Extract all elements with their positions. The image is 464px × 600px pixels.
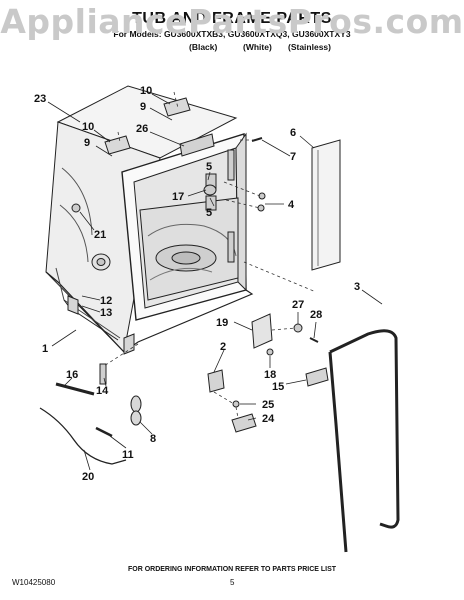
callout-26: 26 xyxy=(136,123,148,135)
callout-7: 7 xyxy=(290,151,296,163)
document-number: W10425080 xyxy=(12,578,56,587)
model-list: For Models: GU3600XTXB3, GU3600XTXQ3, GU… xyxy=(113,29,351,39)
leader-lines xyxy=(47,93,383,471)
callout-27: 27 xyxy=(292,299,304,311)
callout-5-lower: 5 xyxy=(206,207,212,219)
callout-24: 24 xyxy=(262,413,275,425)
watermark: AppliancePartsPros.com xyxy=(0,2,464,41)
callout-12: 12 xyxy=(100,295,112,307)
ordering-note: FOR ORDERING INFORMATION REFER TO PARTS … xyxy=(127,566,337,573)
callout-2: 2 xyxy=(220,341,226,353)
callout-6: 6 xyxy=(290,127,296,139)
callout-20: 20 xyxy=(82,471,94,483)
tub-assembly xyxy=(45,85,254,355)
callout-11: 11 xyxy=(122,449,134,461)
callout-23: 23 xyxy=(34,93,46,105)
callout-25: 25 xyxy=(262,399,274,411)
callout-labels: 23 10 9 10 9 26 6 7 5 17 5 4 21 3 12 13 … xyxy=(34,85,360,483)
page-title: TUB AND FRAME PARTS xyxy=(132,10,332,27)
finish-label-stainless: (Stainless) xyxy=(288,42,331,52)
callout-5-upper: 5 xyxy=(206,161,212,173)
callout-8: 8 xyxy=(150,433,156,445)
callout-1: 1 xyxy=(42,343,48,355)
callout-16: 16 xyxy=(66,369,78,381)
callout-19: 19 xyxy=(216,317,228,329)
callout-9-top: 9 xyxy=(140,101,146,113)
callout-28: 28 xyxy=(310,309,322,321)
callout-13: 13 xyxy=(100,307,112,319)
callout-10-left: 10 xyxy=(82,121,94,133)
callout-3: 3 xyxy=(354,281,360,293)
callout-10-top: 10 xyxy=(140,85,152,97)
callout-15: 15 xyxy=(272,381,284,393)
callout-4: 4 xyxy=(288,199,295,211)
finish-label-black: (Black) xyxy=(189,42,218,52)
finish-label-white: (White) xyxy=(243,42,272,52)
callout-14: 14 xyxy=(96,385,109,397)
callout-18: 18 xyxy=(264,369,276,381)
callout-9-left: 9 xyxy=(84,137,90,149)
page-number: 5 xyxy=(230,578,235,587)
callout-21: 21 xyxy=(94,229,106,241)
callout-17: 17 xyxy=(172,191,184,203)
alignment-lines xyxy=(103,91,317,419)
loose-parts xyxy=(39,137,400,553)
